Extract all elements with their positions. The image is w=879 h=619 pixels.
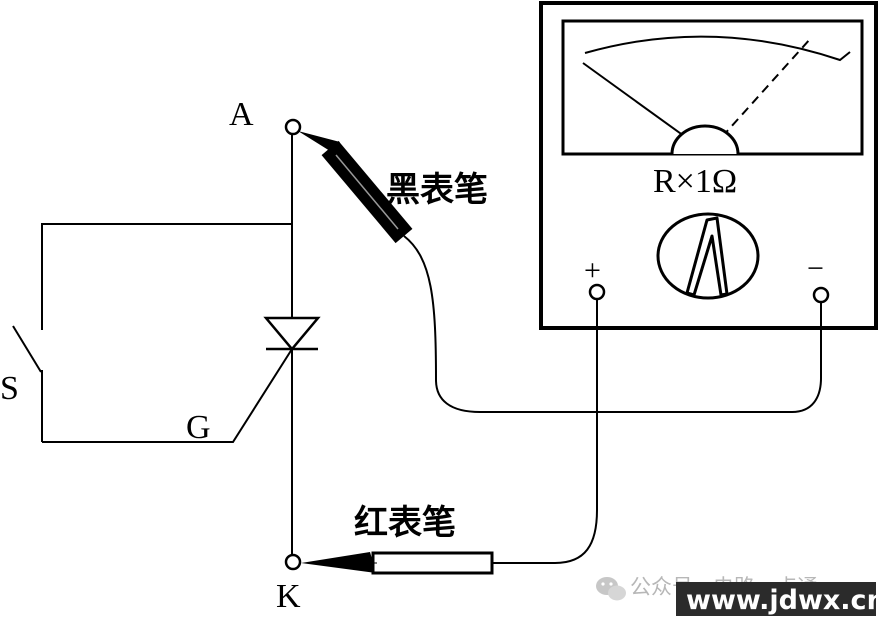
meter-pivot bbox=[670, 124, 740, 155]
anode-label: A bbox=[229, 96, 254, 133]
black-probe-tip bbox=[298, 131, 340, 151]
cathode-terminal[interactable] bbox=[284, 553, 302, 571]
switch-label: S bbox=[0, 370, 19, 407]
meter-scale-arc bbox=[584, 35, 851, 62]
meter-needle-deflected bbox=[711, 37, 812, 149]
switch-blade[interactable] bbox=[12, 325, 42, 373]
red-probe-lead bbox=[492, 300, 598, 564]
watermark: 公众号 · 电路一点通 www.jdwx.cn bbox=[596, 575, 879, 616]
plus-terminal-label: + bbox=[584, 254, 601, 287]
anode-terminal[interactable] bbox=[284, 118, 302, 136]
minus-terminal-label: − bbox=[807, 252, 824, 285]
gate-lead bbox=[42, 348, 293, 443]
thyristor-circuit: A K G S bbox=[0, 96, 321, 615]
wechat-icon bbox=[596, 577, 626, 601]
watermark-site: www.jdwx.cn bbox=[686, 585, 879, 616]
red-probe[interactable] bbox=[301, 300, 598, 575]
plus-terminal[interactable] bbox=[588, 283, 606, 301]
gate-label: G bbox=[186, 409, 211, 446]
watermark-site-bg bbox=[676, 582, 876, 616]
black-probe-label: 黑表笔 bbox=[386, 170, 488, 210]
black-probe-lead bbox=[403, 235, 822, 413]
red-probe-label: 红表笔 bbox=[354, 503, 456, 543]
meter-range-label: R×1Ω bbox=[653, 163, 737, 200]
minus-terminal[interactable] bbox=[812, 286, 830, 304]
red-probe-tip bbox=[301, 552, 376, 573]
thyristor-symbol bbox=[42, 316, 321, 443]
range-selector-knob[interactable] bbox=[656, 212, 760, 300]
switch-wire-top bbox=[41, 223, 292, 330]
cathode-label: K bbox=[276, 578, 301, 615]
multimeter: R×1Ω + − bbox=[539, 1, 878, 330]
black-probe[interactable] bbox=[298, 131, 822, 413]
red-probe-body bbox=[371, 551, 494, 575]
